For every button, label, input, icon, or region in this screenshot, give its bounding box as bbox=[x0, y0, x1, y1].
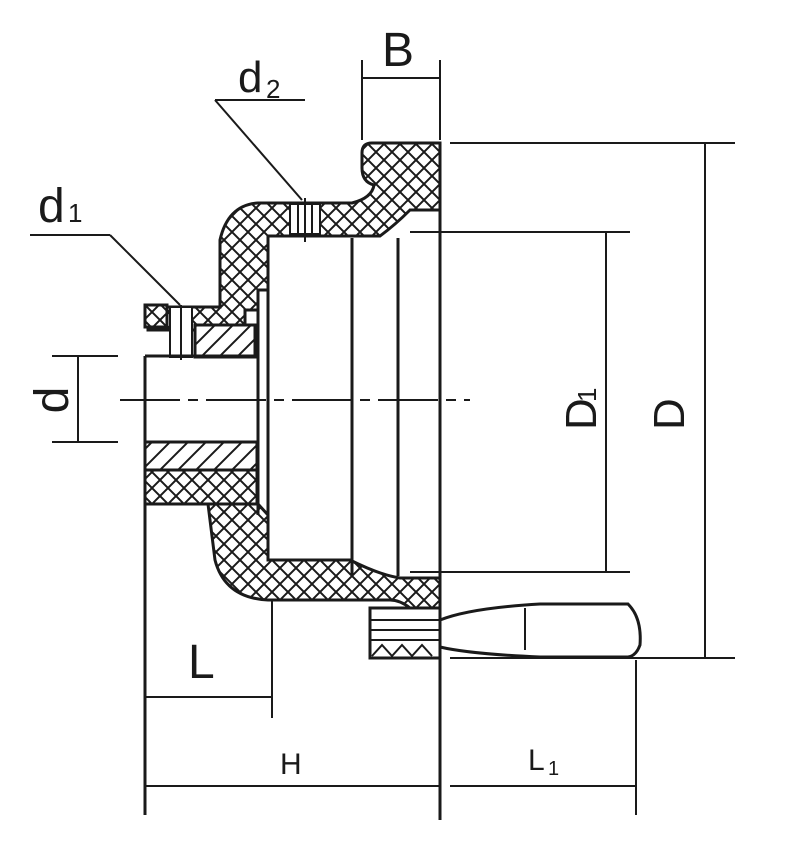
bore-outline bbox=[143, 143, 442, 820]
leader-d1: d 1 bbox=[30, 180, 181, 306]
label-d2: d bbox=[238, 53, 262, 102]
label-d: d bbox=[26, 387, 79, 414]
d1-hole bbox=[169, 305, 193, 360]
label-d2-sub: 2 bbox=[266, 74, 280, 104]
label-L: L bbox=[188, 636, 215, 689]
dimension-D1: D 1 bbox=[410, 231, 630, 573]
dimension-D: D bbox=[450, 142, 735, 659]
dimension-B: B bbox=[361, 24, 441, 140]
dimension-H: H bbox=[145, 748, 440, 787]
label-L1-sub: 1 bbox=[548, 758, 559, 780]
label-H: H bbox=[280, 748, 302, 781]
label-B: B bbox=[382, 24, 414, 77]
d2-hole bbox=[289, 198, 321, 242]
dimension-L: L bbox=[145, 600, 273, 718]
leader-d2: d 2 bbox=[214, 53, 305, 201]
label-d1-sub: 1 bbox=[68, 198, 82, 228]
label-L1: L bbox=[528, 744, 545, 777]
section-lower bbox=[143, 440, 442, 660]
label-D1: D bbox=[557, 398, 606, 430]
dimension-L1: L 1 bbox=[450, 660, 637, 815]
label-D1-sub: 1 bbox=[572, 388, 602, 402]
label-d1: d bbox=[38, 180, 65, 233]
label-D: D bbox=[645, 398, 694, 430]
dimension-d: d bbox=[26, 355, 118, 443]
handle bbox=[438, 602, 642, 659]
